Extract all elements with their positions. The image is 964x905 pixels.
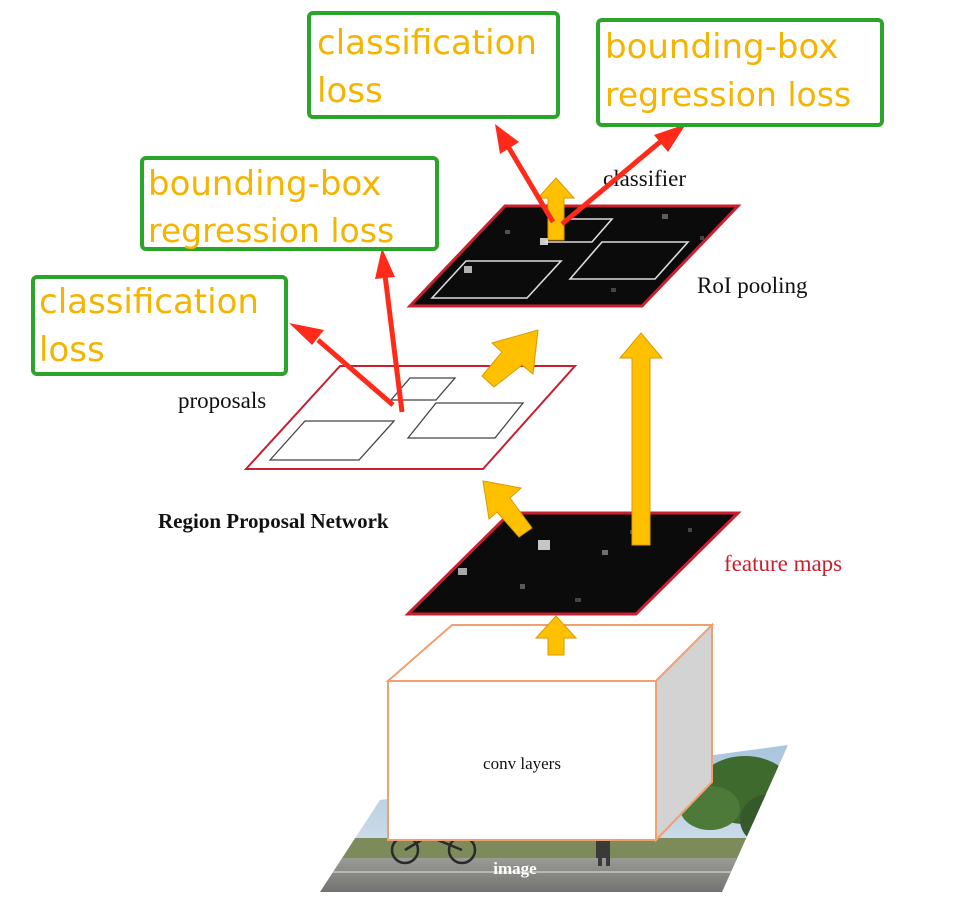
- arrow-head-icon: [289, 323, 324, 345]
- arrow-head-icon: [654, 124, 686, 152]
- loss-label-line1: classification: [39, 282, 259, 322]
- top-classification-loss-box: classification loss: [307, 11, 560, 119]
- arrow-diagonal-icon: [482, 480, 533, 538]
- proposal-box: [406, 402, 525, 439]
- arrow-up-icon: [536, 177, 576, 241]
- flow-arrows: [481, 177, 664, 656]
- conv-layers-label: conv layers: [483, 754, 561, 773]
- loss-label-line1: classification: [317, 23, 537, 63]
- roi-pooling-label: RoI pooling: [697, 273, 808, 298]
- roi-pooling-plane: [406, 204, 742, 308]
- left-bbox-loss-box: bounding-box regression loss: [140, 156, 439, 251]
- proposals-plane: [243, 365, 578, 470]
- arrow-up-icon: [534, 615, 578, 656]
- roi-box: [568, 241, 690, 280]
- arrow-head-icon: [495, 124, 519, 154]
- arrow-up-icon: [618, 332, 664, 546]
- loss-arrows: [289, 124, 686, 413]
- loss-label-line2: loss: [317, 71, 383, 111]
- loss-label-line2: loss: [39, 330, 105, 370]
- proposals-label: proposals: [178, 388, 266, 413]
- loss-label-line2: regression loss: [605, 75, 851, 114]
- conv-layers-block: conv layers: [385, 622, 715, 843]
- rpn-label: Region Proposal Network: [158, 509, 389, 533]
- proposal-box: [389, 377, 457, 401]
- image-label: image: [493, 859, 537, 878]
- loss-label-line1: bounding-box: [605, 27, 838, 67]
- top-bbox-loss-box: bounding-box regression loss: [596, 18, 884, 127]
- proposal-box: [268, 420, 396, 461]
- roi-box: [430, 260, 563, 299]
- arrow-diagonal-icon: [481, 329, 539, 388]
- left-classification-loss-box: classification loss: [31, 275, 288, 376]
- loss-label-line2: regression loss: [148, 211, 394, 250]
- arrow-head-icon: [375, 248, 395, 279]
- loss-label-line1: bounding-box: [148, 164, 381, 204]
- feature-maps-plane: [404, 511, 742, 616]
- cube-front-face: [387, 680, 657, 841]
- feature-maps-label: feature maps: [724, 551, 842, 576]
